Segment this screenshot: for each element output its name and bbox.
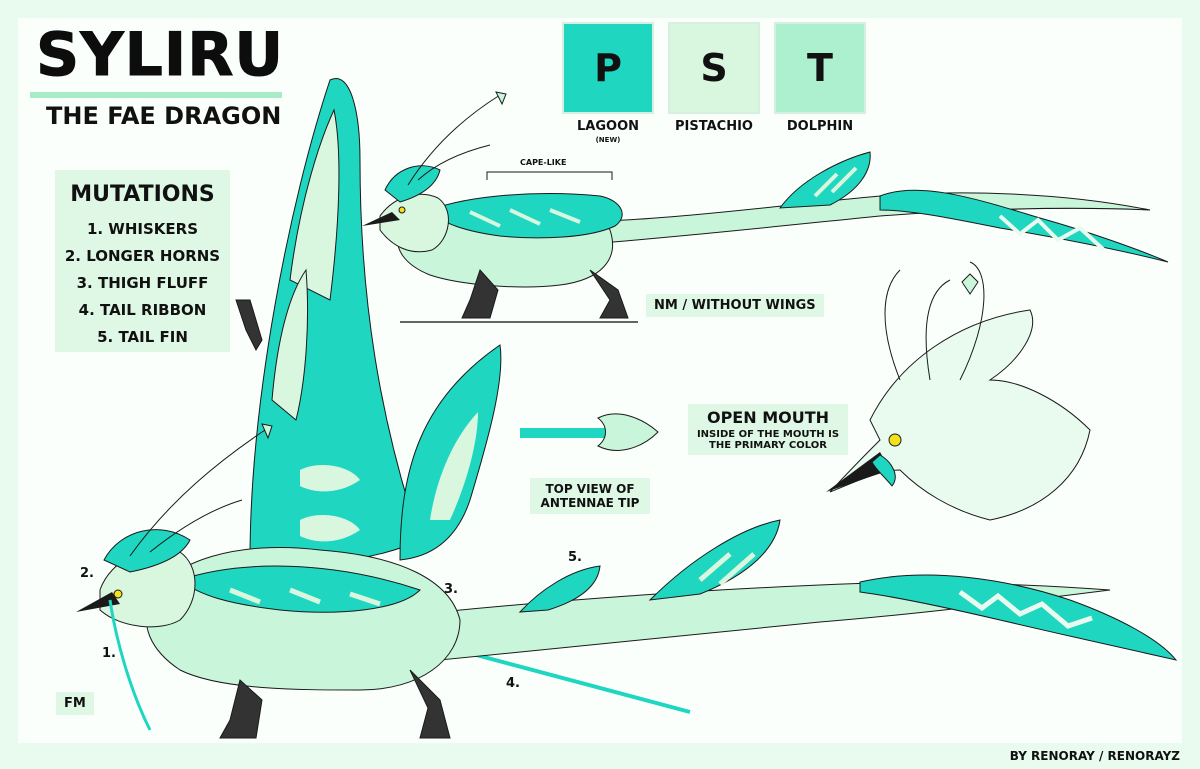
- marker-4: 4.: [506, 676, 520, 691]
- swatch-letter: P: [594, 46, 622, 90]
- title-underline: [30, 92, 282, 98]
- character-name-title: SYLIRU: [35, 20, 285, 91]
- top-view-line: ANTENNAE TIP: [540, 496, 640, 510]
- mutation-item: 1. WHISKERS: [86, 220, 199, 238]
- mutation-item: 5. TAIL FIN: [97, 328, 188, 346]
- swatch-name: DOLPHIN: [786, 119, 854, 134]
- character-subtitle: THE FAE DRAGON: [46, 102, 282, 130]
- cape-like-label: CAPE-LIKE: [520, 158, 567, 167]
- mutations-panel: MUTATIONS 1. WHISKERS 2. LONGER HORNS 3.…: [55, 170, 230, 352]
- marker-1: 1.: [102, 646, 116, 661]
- top-view-line: TOP VIEW OF: [545, 482, 635, 496]
- open-mouth-note: OPEN MOUTH INSIDE OF THE MOUTH IS THE PR…: [688, 404, 848, 455]
- mutations-heading: MUTATIONS: [70, 182, 215, 207]
- top-view-note: TOP VIEW OF ANTENNAE TIP: [530, 478, 650, 514]
- open-mouth-line: THE PRIMARY COLOR: [709, 440, 827, 451]
- palette-swatch-tertiary: T: [774, 22, 866, 114]
- open-mouth-drawing: [826, 261, 1091, 521]
- nm-dragon-drawing: [362, 91, 1169, 323]
- marker-5: 5.: [568, 550, 582, 565]
- mutation-item: 2. LONGER HORNS: [64, 247, 221, 265]
- marker-3: 3.: [444, 582, 458, 597]
- antennae-tip-drawing: [520, 413, 659, 451]
- swatch-letter: S: [700, 46, 728, 90]
- open-mouth-title: OPEN MOUTH: [706, 408, 830, 427]
- palette-swatch-primary: P: [562, 22, 654, 114]
- swatch-letter: T: [807, 46, 833, 90]
- nm-without-wings-label: NM / WITHOUT WINGS: [646, 294, 824, 317]
- swatch-name: LAGOON: [577, 119, 639, 134]
- artist-credit: BY RENORAY / RENORAYZ: [1009, 749, 1180, 763]
- swatch-name: PISTACHIO: [675, 119, 753, 134]
- swatch-note: (NEW): [595, 136, 621, 144]
- marker-2: 2.: [80, 566, 94, 581]
- mutation-item: 4. TAIL RIBBON: [78, 301, 207, 319]
- fm-dragon-drawing: [76, 77, 1178, 739]
- open-mouth-line: INSIDE OF THE MOUTH IS: [696, 429, 840, 440]
- fm-label: FM: [56, 692, 94, 715]
- palette-swatch-secondary: S: [668, 22, 760, 114]
- mutation-item: 3. THIGH FLUFF: [76, 274, 209, 292]
- footer-strip: [0, 743, 1200, 769]
